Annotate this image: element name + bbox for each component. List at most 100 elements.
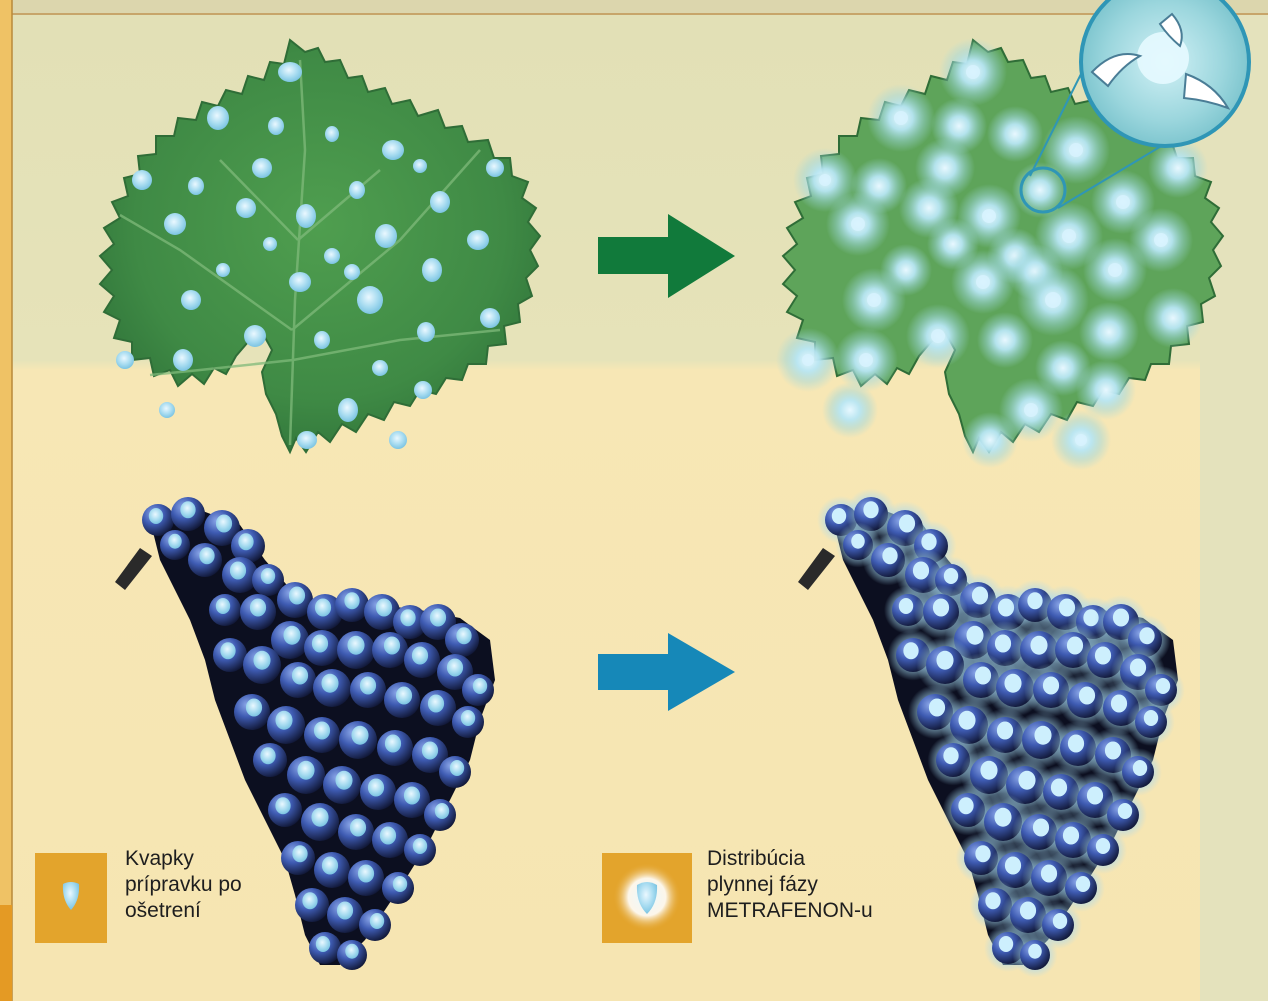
grape-droplet bbox=[1053, 913, 1067, 929]
arrow-right-blue bbox=[598, 633, 735, 711]
grape-droplet bbox=[899, 598, 913, 614]
grape-droplet bbox=[1156, 678, 1170, 694]
grape-droplet bbox=[863, 501, 878, 518]
grape-droplet bbox=[422, 742, 438, 760]
grape-droplet bbox=[314, 722, 330, 740]
grape-droplet bbox=[1034, 726, 1051, 745]
grape-droplet bbox=[275, 711, 292, 730]
grape-droplet bbox=[347, 636, 364, 655]
grape-droplet bbox=[1030, 636, 1047, 655]
grape-droplet bbox=[975, 845, 990, 862]
grape-droplet bbox=[261, 568, 275, 584]
grape-droplet bbox=[995, 635, 1011, 653]
legend-vapor-line-3: METRAFENON-u bbox=[707, 898, 947, 924]
grape-droplet bbox=[1139, 627, 1154, 644]
grape-droplet bbox=[168, 534, 182, 549]
grape-droplet bbox=[999, 936, 1013, 952]
grape-droplet bbox=[312, 635, 328, 653]
grape-droplet bbox=[344, 592, 359, 609]
grape-droplet bbox=[473, 678, 487, 694]
grape-droplet bbox=[1105, 742, 1121, 760]
grape-droplet bbox=[350, 819, 366, 837]
grape-droplet bbox=[345, 944, 359, 959]
legend-vapor-line-1: Distribúcia bbox=[707, 846, 947, 872]
grape-droplet bbox=[412, 647, 428, 665]
grape-droplet bbox=[260, 747, 275, 764]
grape-droplet bbox=[384, 637, 400, 655]
arrow-right-green bbox=[598, 214, 735, 298]
grape-droplet bbox=[404, 787, 420, 805]
grape-droplet bbox=[851, 534, 865, 549]
grape-droplet bbox=[413, 838, 427, 854]
grape-droplet bbox=[238, 533, 253, 550]
grape-droplet bbox=[985, 892, 1000, 909]
grape-droplet bbox=[180, 501, 195, 518]
legend-vapor-label: Distribúcia plynnej fázy METRAFENON-u bbox=[707, 846, 947, 924]
grape-droplet bbox=[903, 642, 918, 659]
grape-droplet bbox=[360, 677, 376, 695]
grape-droplet bbox=[1020, 902, 1036, 920]
grape-droplet bbox=[1087, 787, 1103, 805]
grape-droplet bbox=[994, 808, 1011, 827]
grape-droplet bbox=[1051, 779, 1067, 797]
grape-droplet bbox=[1033, 819, 1049, 837]
grape-droplet bbox=[1096, 838, 1110, 854]
grape-droplet bbox=[958, 797, 973, 814]
grape-droplet bbox=[1005, 857, 1021, 875]
grape-droplet bbox=[1076, 876, 1090, 892]
grape-droplet bbox=[428, 695, 444, 713]
grape-droplet bbox=[1041, 865, 1057, 883]
grape-droplet bbox=[921, 533, 936, 550]
grape-droplet bbox=[913, 562, 929, 580]
grape-droplet bbox=[335, 771, 352, 790]
legend-droplets-line-1: Kvapky bbox=[125, 846, 365, 872]
grape-droplet bbox=[435, 803, 449, 819]
grape-droplet bbox=[1079, 687, 1095, 705]
grape-droplet bbox=[230, 562, 246, 580]
grape-droplet bbox=[1004, 674, 1021, 693]
grape-droplet bbox=[1063, 827, 1079, 845]
legend-droplets-line-2: prípravku po bbox=[125, 872, 365, 898]
grape-droplet bbox=[1144, 710, 1158, 726]
grape-droplet bbox=[275, 797, 290, 814]
grape-droplet bbox=[832, 508, 846, 524]
grape-droplet bbox=[380, 827, 396, 845]
grape-droplet bbox=[250, 599, 266, 617]
grape-droplet bbox=[456, 627, 471, 644]
grape-droplet bbox=[430, 609, 446, 627]
grape-droplet bbox=[1043, 677, 1059, 695]
legend-vapor-line-2: plynnej fázy bbox=[707, 872, 947, 898]
grape-droplet bbox=[368, 779, 384, 797]
grape-droplet bbox=[997, 722, 1013, 740]
grape-droplet bbox=[376, 599, 392, 617]
grape-droplet bbox=[216, 515, 232, 533]
grape-droplet bbox=[1095, 647, 1111, 665]
grape-droplet bbox=[980, 761, 997, 780]
grape-droplet bbox=[315, 599, 331, 617]
grape-droplet bbox=[1028, 944, 1042, 959]
grape-droplet bbox=[220, 642, 235, 659]
grape-droplet bbox=[958, 711, 975, 730]
leaf-before bbox=[100, 40, 540, 452]
legend-droplets-label: Kvapky prípravku po ošetrení bbox=[125, 846, 365, 924]
grape-droplet bbox=[1018, 771, 1035, 790]
grape-droplet bbox=[199, 547, 214, 564]
legend-vapor-swatch bbox=[602, 853, 692, 943]
legend-droplets-line-3: ošetrení bbox=[125, 898, 365, 924]
grape-droplet bbox=[216, 598, 230, 614]
grape-droplet bbox=[1111, 695, 1127, 713]
grape-droplet bbox=[149, 508, 163, 524]
grape-droplet bbox=[292, 667, 308, 685]
grape-droplet bbox=[351, 726, 368, 745]
grape-droplet bbox=[400, 609, 415, 626]
grape-droplet bbox=[1118, 803, 1132, 819]
grape-droplet bbox=[929, 699, 945, 717]
grape-droplet bbox=[943, 747, 958, 764]
legend-droplet-swatch bbox=[35, 853, 107, 943]
grape-droplet bbox=[1068, 735, 1084, 753]
grape-droplet bbox=[944, 568, 958, 584]
grape-droplet bbox=[936, 651, 953, 670]
grape-droplet bbox=[370, 913, 384, 929]
grape-droplet bbox=[385, 735, 401, 753]
grape-droplet bbox=[461, 710, 475, 726]
